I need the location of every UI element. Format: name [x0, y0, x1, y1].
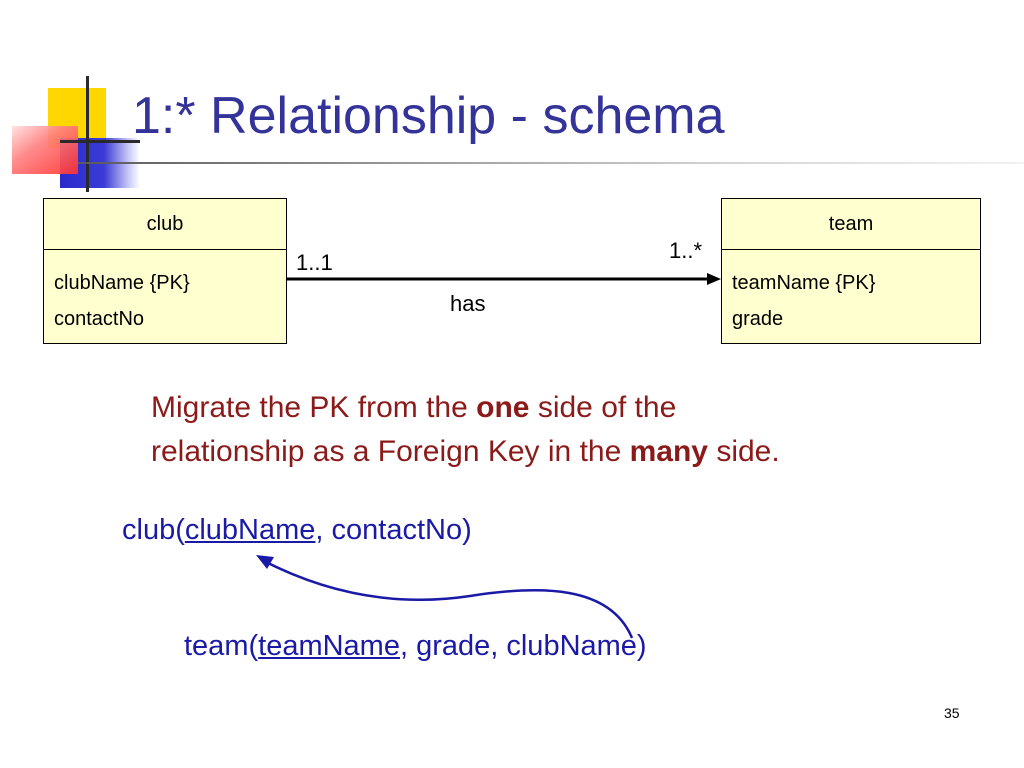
schema-primary-key: clubName [184, 514, 316, 546]
slide-number: 35 [944, 705, 960, 721]
entity-attribute: teamName {PK} [732, 272, 876, 294]
entity-name: club [44, 199, 286, 250]
decor-horizontal-line [60, 140, 140, 143]
entity-attribute: contactNo [54, 308, 145, 330]
entity-attributes: teamName {PK} grade [722, 250, 980, 337]
right-multiplicity: 1..* [669, 238, 703, 263]
left-multiplicity: 1..1 [296, 250, 333, 275]
note-emphasis-many: many [629, 435, 708, 468]
schema-club: club(clubName, contactNo) [122, 512, 472, 548]
note-text: relationship as a Foreign Key in the [151, 435, 630, 468]
schema-rest: , contactNo) [315, 514, 472, 546]
schema-team: team(teamName, grade, clubName) [184, 628, 647, 664]
entity-box-club: club clubName {PK} contactNo [43, 198, 287, 344]
note-text: side. [707, 435, 780, 468]
foreign-key-arrow [261, 558, 634, 639]
schema-primary-key: teamName [258, 630, 400, 662]
entity-box-team: team teamName {PK} grade [721, 198, 981, 344]
decor-red-square [12, 126, 78, 174]
schema-prefix: club( [122, 514, 185, 546]
entity-name: team [722, 199, 980, 250]
entity-attribute: clubName {PK} [54, 272, 190, 294]
note-text: side of the [529, 391, 677, 424]
schema-rest: , grade, clubName) [399, 630, 647, 662]
note-emphasis-one: one [476, 391, 530, 424]
migration-note: Migrate the PK from the one side of the … [151, 386, 971, 474]
relationship-arrowhead [707, 273, 721, 285]
relationship-name: has [450, 291, 486, 316]
note-text: Migrate the PK from the [151, 391, 477, 424]
foreign-key-arrowhead [256, 555, 274, 569]
entity-attributes: clubName {PK} contactNo [44, 250, 286, 337]
decor-vertical-line [86, 76, 89, 192]
slide-title: 1:* Relationship - schema [132, 87, 725, 145]
schema-prefix: team( [184, 630, 259, 662]
title-rule [78, 162, 1024, 164]
entity-attribute: grade [732, 308, 784, 330]
